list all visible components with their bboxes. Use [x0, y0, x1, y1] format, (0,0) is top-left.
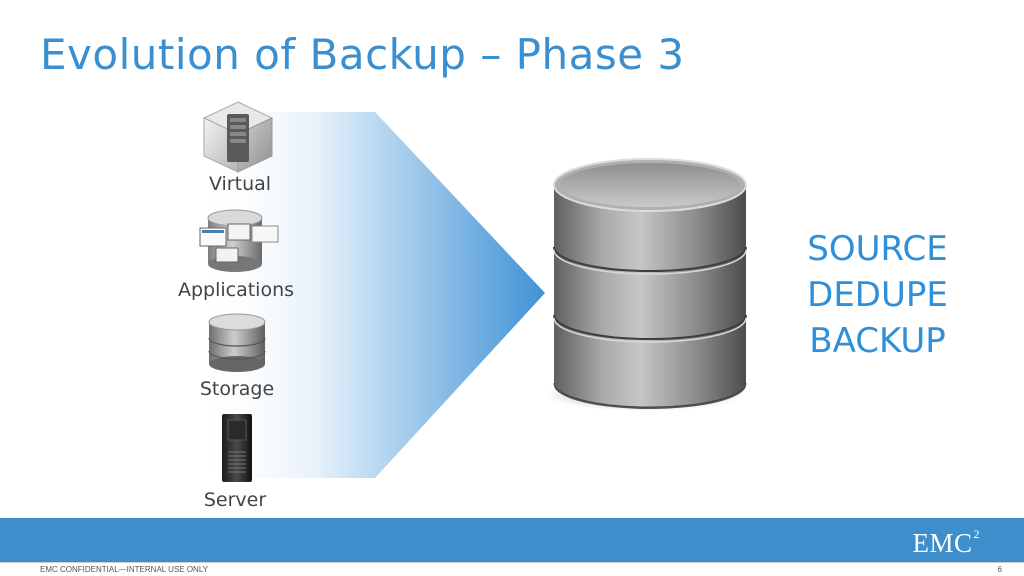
slide-title: Evolution of Backup – Phase 3	[40, 30, 685, 79]
server-icon	[220, 412, 254, 488]
source-label-storage: Storage	[199, 378, 275, 400]
confidential-notice: EMC CONFIDENTIAL—INTERNAL USE ONLY	[40, 565, 209, 574]
source-label-virtual: Virtual	[208, 173, 272, 195]
callout-line-3: BACKUP	[809, 321, 946, 361]
source-label-server: Server	[203, 489, 267, 511]
footer-bar	[0, 518, 1024, 562]
storage-icon	[206, 312, 268, 378]
footer-divider	[0, 562, 1024, 563]
database-icon	[540, 155, 760, 419]
callout-line-2: DEDUPE	[807, 275, 948, 315]
callout-line-1: SOURCE	[807, 229, 948, 269]
virtual-cube-icon	[200, 100, 276, 178]
source-dedupe-backup-callout: SOURCE DEDUPE BACKUP	[770, 226, 985, 364]
page-number: 6	[997, 565, 1002, 574]
source-label-applications: Applications	[177, 279, 295, 301]
emc-logo: EMC2	[912, 527, 980, 558]
applications-icon	[198, 208, 282, 278]
